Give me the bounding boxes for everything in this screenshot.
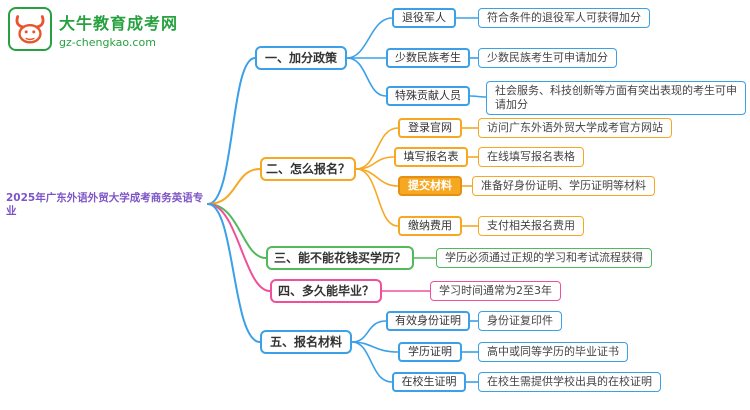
connector-branch5-item1 [351,320,387,343]
site-name: 大牛教育成考网 [59,13,179,33]
connector-root-branch5 [207,203,261,343]
desc-graduation-time: 学习时间通常为2至3年 [430,281,561,301]
connector-root-branch4 [207,203,271,292]
node-submit-materials: 提交材料 [398,176,462,196]
desc-student-proof: 在校生需提供学校出具的在校证明 [478,372,661,392]
connector-branch2-item3 [355,168,399,187]
node-ethnic-minority: 少数民族考生 [386,48,470,68]
connector-branch2-item1 [355,127,399,170]
desc-ethnic-minority: 少数民族考生可申请加分 [478,48,617,68]
desc-pay-fee: 支付相关报名费用 [478,216,584,236]
node-id-proof: 有效身份证明 [386,311,470,331]
node-pay-fee: 缴纳费用 [398,216,462,236]
site-logo: 大牛教育成考网 gz-chengkao.com [8,7,178,51]
branch-bonus-policy: 一、加分政策 [255,46,347,70]
connector-root-branch2 [207,168,261,205]
branch-materials: 五、报名材料 [260,330,352,354]
desc-login-website: 访问广东外语外贸大学成考官方网站 [478,118,672,138]
bull-icon [8,7,52,51]
branch-how-to-register: 二、怎么报名？ [260,157,356,181]
node-education-proof: 学历证明 [398,342,462,362]
desc-fill-form: 在线填写报名表格 [478,147,584,167]
connector-branch2-item4 [355,168,399,227]
node-veterans: 退役军人 [392,8,456,28]
connector-branch1-item1 [346,17,393,59]
connector-item3-desc [469,95,487,98]
node-special-contribution: 特殊贡献人员 [386,86,470,106]
branch-buy-diploma: 三、能不能花钱买学历？ [266,246,414,270]
connector-root-branch3 [207,203,267,259]
node-fill-form: 填写报名表 [394,147,468,167]
node-login-website: 登录官网 [398,118,462,138]
site-logo-text: 大牛教育成考网 gz-chengkao.com [59,10,178,49]
site-url: gz-chengkao.com [59,35,156,49]
root-topic: 2025年广东外语外贸大学成考商务英语专业 [6,192,204,217]
connector-branch5-item3 [351,341,393,383]
node-student-proof: 在校生证明 [392,372,466,392]
desc-buy-diploma: 学历必须通过正规的学习和考试流程获得 [436,248,652,268]
desc-id-proof: 身份证复印件 [478,311,562,331]
connector-root-branch1 [207,57,256,205]
desc-special-contribution: 社会服务、科技创新等方面有突出表现的考生可申请加分 [486,81,746,115]
connector-branch1-item3 [346,57,387,97]
desc-education-proof: 高中或同等学历的毕业证书 [478,342,628,362]
desc-submit-materials: 准备好身份证明、学历证明等材料 [472,176,655,196]
desc-veterans: 符合条件的退役军人可获得加分 [478,8,650,28]
branch-graduation-time: 四、多久能毕业？ [270,279,382,303]
